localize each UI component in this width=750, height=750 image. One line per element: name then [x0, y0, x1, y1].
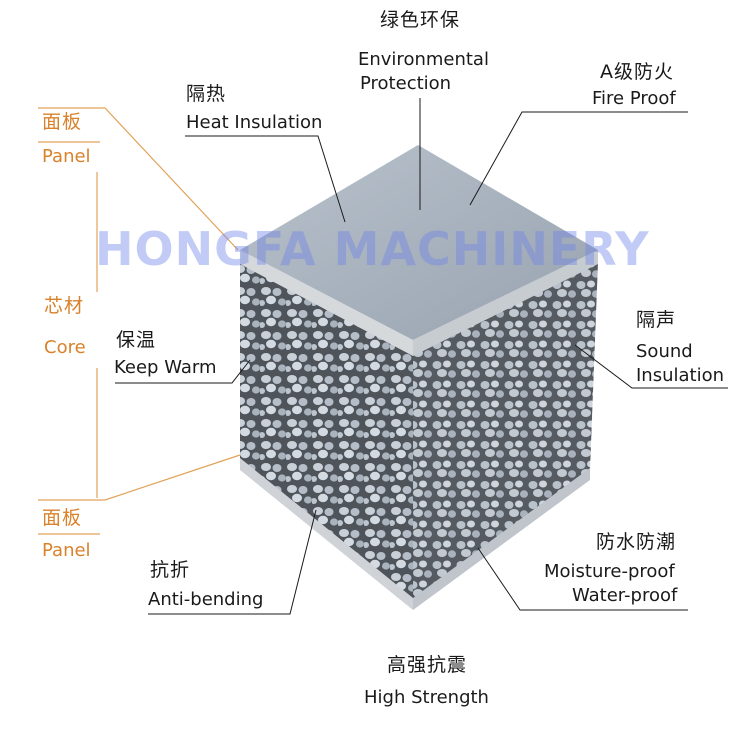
top-panel-edge-right: [413, 250, 598, 356]
environmental-label-cn: 绿色环保: [379, 9, 460, 31]
panel-bottom-label-cn: 面板: [42, 507, 83, 529]
heat-label-en: Heat Insulation: [186, 112, 323, 133]
top-panel-face: [240, 145, 598, 340]
bottom-panel-edge-left: [240, 458, 413, 610]
panel-bottom-label-en: Panel: [42, 540, 91, 561]
keep-warm-label-en: Keep Warm: [114, 357, 217, 378]
core-label-en: Core: [44, 337, 86, 358]
leader-moisture: [477, 547, 688, 611]
watermark: HONGFA MACHINERY: [95, 222, 650, 276]
leader-keep-warm: [115, 359, 251, 384]
top-panel-edge-left: [240, 250, 413, 356]
anti-bending-label-en: Anti-bending: [148, 589, 264, 610]
leader-heat: [185, 135, 346, 223]
sound-label-en-2: Insulation: [636, 365, 725, 386]
anti-bending-label-cn: 抗折: [150, 559, 191, 581]
moisture-label-en-1: Moisture-proof: [544, 561, 675, 582]
panel-cube: [240, 145, 598, 610]
core-label-cn: 芯材: [44, 295, 85, 317]
bracket-bottom-panel: [38, 454, 241, 501]
fire-label-en: Fire Proof: [592, 88, 676, 109]
strength-label-cn: 高强抗震: [386, 654, 467, 676]
panel-top-label-en: Panel: [42, 146, 91, 167]
bottom-panel-edge-right: [413, 468, 590, 610]
panel-top-label-cn: 面板: [42, 111, 83, 133]
sound-label-cn: 隔声: [636, 309, 677, 331]
keep-warm-label-cn: 保温: [116, 329, 157, 351]
layer-bracket: [38, 107, 241, 535]
leader-fire: [469, 111, 688, 206]
core-right-face: [413, 262, 598, 600]
bracket-top-panel: [38, 107, 239, 251]
leader-anti-bending: [148, 509, 317, 615]
environmental-label-en-1: Environmental: [358, 49, 489, 70]
leader-sound: [574, 344, 728, 389]
strength-label-en: High Strength: [364, 687, 489, 708]
moisture-label-cn: 防水防潮: [596, 531, 677, 553]
heat-label-cn: 隔热: [186, 83, 227, 105]
sound-label-en-1: Sound: [636, 341, 693, 362]
leader-lines: [115, 98, 728, 615]
environmental-label-en-2: Protection: [360, 73, 452, 94]
fire-label-cn: A级防火: [600, 61, 674, 83]
core-left-face: [240, 262, 413, 600]
moisture-label-en-2: Water-proof: [572, 585, 678, 606]
